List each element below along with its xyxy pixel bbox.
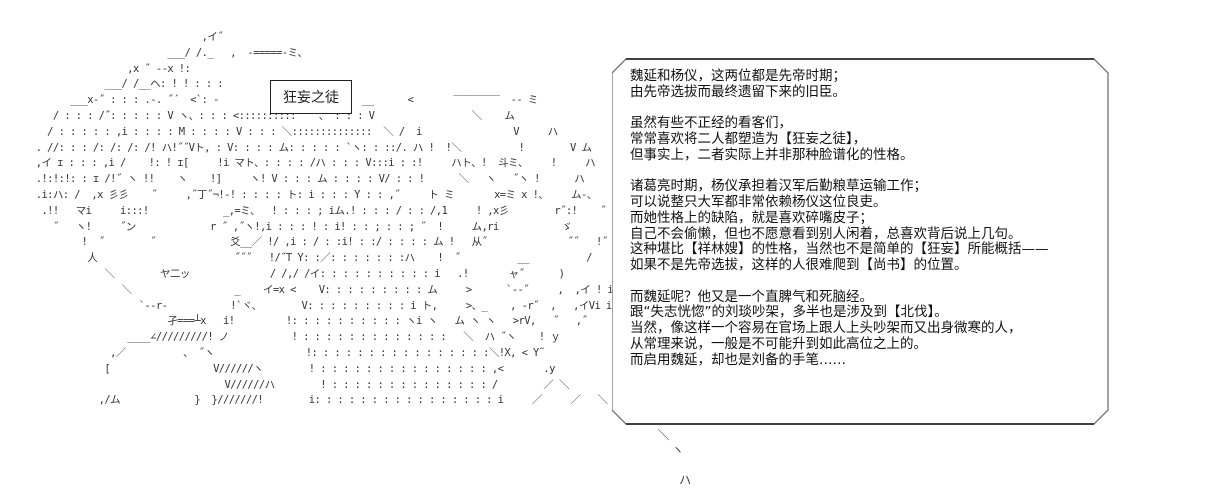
bubble-line [630, 101, 1110, 117]
bubble-line: 常常喜欢将二人都塑造为【狂妄之徒】， [630, 131, 867, 147]
bubble-line: 由先帝选拔而最终遗留下来的旧臣。 [630, 83, 846, 100]
bubble-line: 当然，像这样一个容易在官场上跟人上头吵架而又出身微寒的人， [630, 320, 1022, 336]
title-label: 狂妄之徒 [283, 90, 339, 106]
bubble-line: 自己不会偷懒，但也不愿意看到别人闲着，总喜欢背后说上几句。 [630, 225, 1022, 242]
speech-bubble-border-icon [612, 58, 1109, 425]
ascii-art-text: ,イ˝ ___/ /._ , -=====-ミ、 ,x ˝ --x !: ___… [35, 31, 775, 407]
bubble-line [630, 274, 1110, 290]
bubble-line: 可以说整只大军都非常依赖杨仪这位良吏。 [630, 194, 887, 210]
bubble-line: 魏延和杨仪，这两位都是先帝时期； [630, 68, 846, 84]
title-label-box: 狂妄之徒 [270, 80, 352, 114]
bubble-line: 而魏延呢？他又是一个直脾气和死脑经。 [630, 288, 873, 305]
speech-bubble-tail: ＼ ヽ ハ [657, 428, 692, 487]
bubble-line: 这种堪比【祥林嫂】的性格，当然也不是简单的【狂妄】所能概括—— [630, 241, 1049, 258]
bubble-line: 而启用魏延，却也是刘备的手笔…… [630, 351, 846, 368]
bubble-line: 如果不是先帝选拔，这样的人很难爬到【尚书】的位置。 [630, 257, 968, 273]
bubble-line: 从常理来说，一般是不可能升到如此高位之上的。 [630, 335, 927, 352]
speech-bubble: 魏延和杨仪，这两位都是先帝时期；由先帝选拔而最终遗留下来的旧臣。 虽然有些不正经… [612, 50, 1112, 425]
bubble-line: 而她性格上的缺陷，就是喜欢碎嘴皮子； [630, 209, 873, 226]
ascii-art-figure: ,イ˝ ___/ /._ , -=====-ミ、 ,x ˝ --x !: ___… [0, 0, 775, 496]
bubble-line: 诸葛亮时期，杨仪承担着汉军后勤粮草运输工作； [630, 178, 927, 195]
bubble-line [630, 164, 1110, 180]
bubble-line: 虽然有些不正经的看客们， [630, 115, 792, 132]
bubble-text: 魏延和杨仪，这两位都是先帝时期；由先帝选拔而最终遗留下来的旧臣。 虽然有些不正经… [630, 68, 1110, 368]
bubble-line: 跟“失志恍惚”的刘琰吵架，多半也是涉及到【北伐】。 [630, 304, 948, 321]
bubble-line: 但事实上，二者实际上并非那种脸谱化的性格。 [630, 146, 914, 163]
